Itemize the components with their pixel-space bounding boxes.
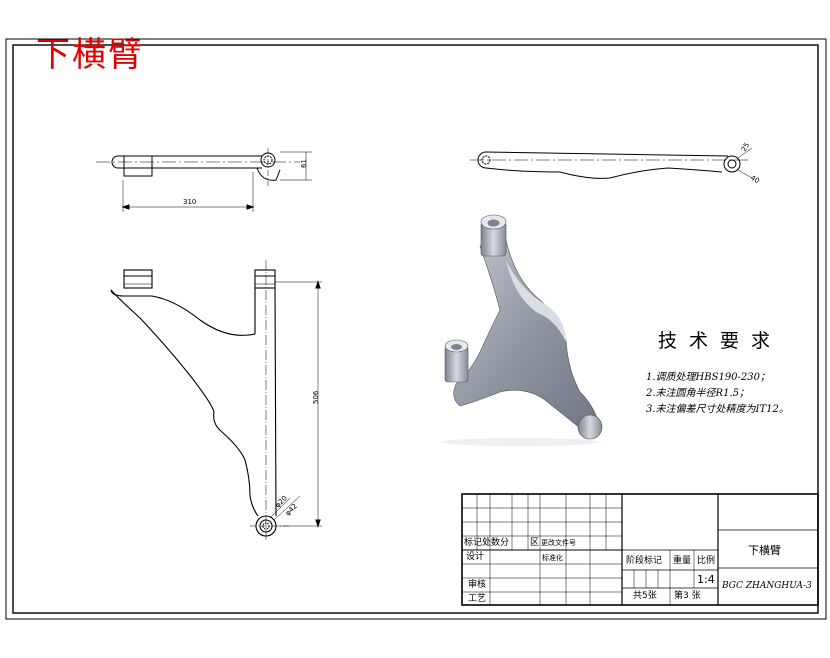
tb-design-label: 设计: [466, 552, 485, 562]
dim-40: 40: [749, 174, 761, 185]
tech-requirement-1: 1.调质处理HBS190-230；: [646, 372, 771, 383]
tb-change-doc-label: 更改文件号: [541, 539, 576, 547]
tech-requirement-3: 3.未注偏差尺寸处精度为IT12。: [646, 404, 789, 415]
outer-border: [5, 38, 827, 620]
tb-part-name: 下横臂: [748, 544, 781, 557]
top-view-right: [470, 147, 753, 179]
isometric-render: [440, 214, 603, 446]
dim-25: 25: [740, 141, 751, 153]
dim-bore-large: φ42: [284, 502, 299, 517]
tech-requirement-2: 2.未注圆角半径R1.5；: [646, 388, 749, 399]
tb-sheets-total: 共5张: [633, 591, 657, 601]
tb-zone-label: 区: [530, 538, 540, 548]
drawing-title: 下横臂: [36, 35, 144, 75]
dim-61: 61: [300, 159, 308, 168]
tb-review-label: 审核: [468, 580, 487, 590]
tb-process-label: 工艺: [468, 594, 487, 604]
inner-border: [12, 44, 819, 614]
front-view-left: [110, 260, 322, 540]
tb-scale-value: 1:4: [697, 573, 715, 586]
title-block-grid: [461, 493, 819, 606]
tb-drawing-number: BGC ZHANGHUA-3: [722, 581, 812, 591]
top-view-left: [96, 148, 312, 212]
dim-310: 310: [183, 198, 196, 206]
tb-standardize-label: 标准化: [542, 554, 563, 562]
tech-requirements-heading: 技术要求: [658, 330, 783, 352]
dim-506: 506: [312, 390, 320, 404]
tb-mark-label: 标记处数分: [464, 538, 510, 548]
tb-sheet-current: 第3 张: [674, 591, 701, 601]
tb-scale-label: 比例: [697, 556, 716, 566]
tb-stage-label: 阶段标记: [626, 556, 663, 566]
tb-weight-label: 重量: [673, 556, 692, 566]
